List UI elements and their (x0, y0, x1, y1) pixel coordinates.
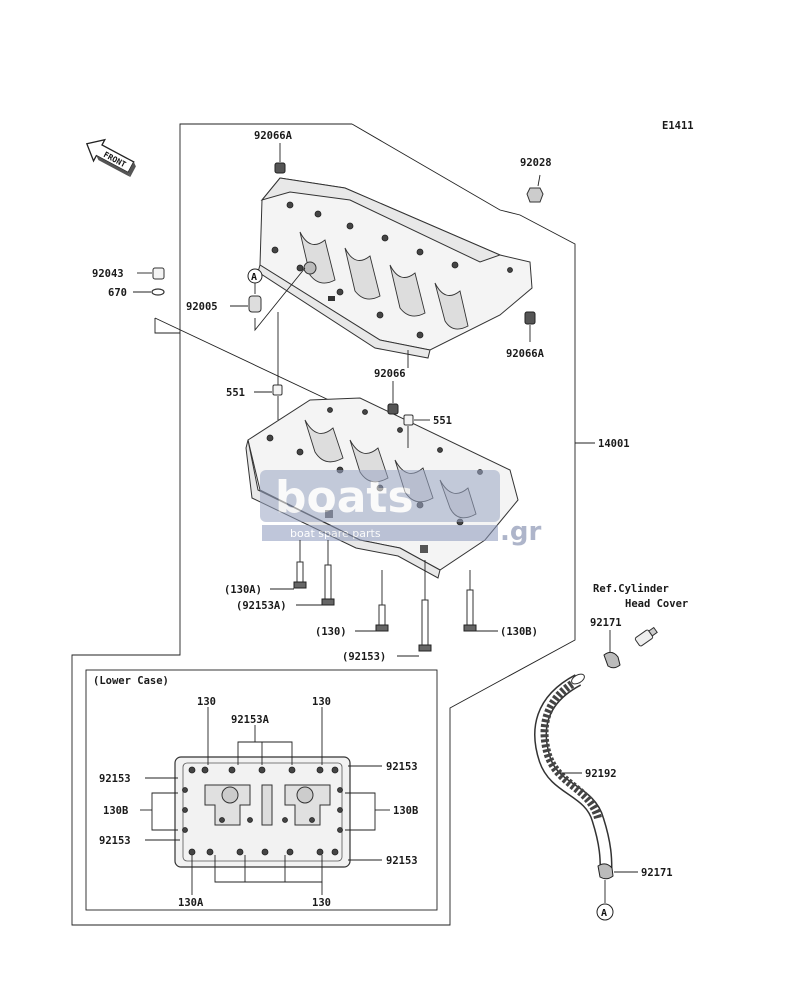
lower-case-inset (85, 669, 438, 911)
upper-crankcase (257, 177, 533, 359)
inset-label-92153-tl: 92153 (99, 773, 131, 785)
bolt-130B (463, 570, 477, 632)
oring-670 (151, 288, 165, 296)
plug-92028 (526, 174, 544, 203)
watermark-logo: boats boat spare parts .gr (260, 470, 541, 547)
label-551-left: 551 (226, 387, 245, 399)
watermark-brand: boats (275, 472, 414, 523)
inset-title: (Lower Case) (93, 675, 169, 687)
label-92153: (92153) (342, 651, 386, 663)
pipe-92005 (248, 267, 306, 332)
inset-label-92153-bl: 92153 (99, 835, 131, 847)
oring-92043 (152, 267, 165, 280)
inset-label-130-right: 130 (312, 696, 331, 708)
label-92028: 92028 (520, 157, 552, 169)
label-92005: 92005 (186, 301, 218, 313)
watermark-tagline: boat spare parts (290, 527, 381, 540)
inset-label-92153A: 92153A (231, 714, 270, 726)
clamp-92171-top (603, 630, 621, 669)
svg-text:A: A (601, 908, 607, 919)
label-130B: (130B) (500, 626, 538, 638)
inset-label-130B-left: 130B (103, 805, 128, 817)
bolt-130 (375, 570, 389, 632)
label-551-right: 551 (433, 415, 452, 427)
plug-92066 (387, 403, 399, 415)
plug-92066A-right (524, 311, 536, 342)
clamp-92171-bottom (597, 863, 638, 903)
inset-label-92153-tr: 92153 (386, 761, 418, 773)
front-arrow-icon: FRONT (85, 138, 136, 178)
label-130A: (130A) (224, 584, 262, 596)
hose-92192 (534, 673, 613, 869)
bolt-130A (293, 540, 307, 589)
inset-label-130A: 130A (178, 897, 204, 909)
bolt-92153 (418, 560, 432, 652)
inset-label-130-left: 130 (197, 696, 216, 708)
label-92043: 92043 (92, 268, 124, 280)
label-92066A-right: 92066A (506, 348, 545, 360)
ref-a-bottom: A (596, 903, 614, 921)
ref-a-top: A (247, 268, 263, 294)
svg-text:A: A (251, 272, 257, 283)
watermark-suffix: .gr (500, 517, 541, 547)
dowel-551-right (403, 414, 414, 448)
plug-92066A-top (274, 143, 286, 174)
label-92192: 92192 (585, 768, 617, 780)
dowel-551-left (272, 384, 283, 420)
label-92171-bottom: 92171 (641, 867, 673, 879)
inset-label-130B-right: 130B (393, 805, 418, 817)
label-670: 670 (108, 287, 127, 299)
inset-label-130-bottom: 130 (312, 897, 331, 909)
label-92066: 92066 (374, 368, 406, 380)
label-14001: 14001 (598, 438, 630, 450)
ref-note-line2: Head Cover (625, 598, 688, 610)
label-130: (130) (315, 626, 347, 638)
fitting-ref-cylinder-head (634, 626, 658, 647)
diagram-id: E1411 (662, 120, 694, 132)
ref-note-line1: Ref.Cylinder (593, 583, 669, 595)
label-92066A-top: 92066A (254, 130, 293, 142)
bolt-92153A (321, 540, 335, 606)
label-92153A: (92153A) (236, 600, 287, 612)
lower-case-bottom-view (174, 756, 351, 868)
inset-label-92153-br: 92153 (386, 855, 418, 867)
label-92171-top: 92171 (590, 617, 622, 629)
